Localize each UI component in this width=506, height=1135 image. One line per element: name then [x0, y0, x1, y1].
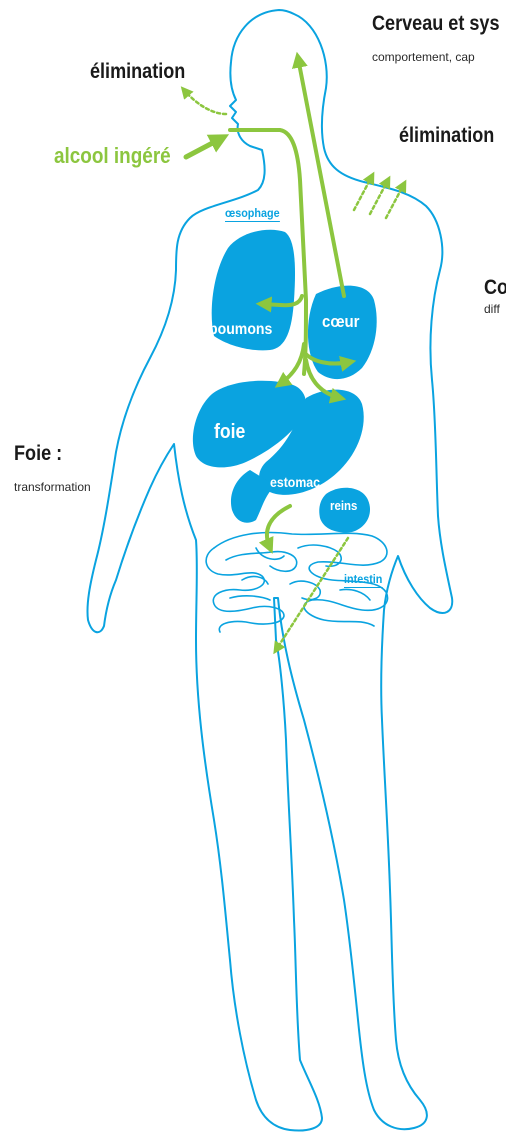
- elimination-right-label: élimination: [399, 124, 494, 148]
- heart-title: Co: [484, 276, 506, 300]
- alcohol-ingested-label: alcool ingéré: [54, 143, 171, 169]
- body-outline: [87, 10, 452, 1131]
- liver-label: foie: [214, 421, 245, 444]
- brain-title: Cerveau et sys: [372, 12, 500, 36]
- brain-subtitle: comportement, cap: [372, 50, 475, 64]
- liver-title: Foie :: [14, 442, 62, 466]
- liver-subtitle: transformation: [14, 480, 91, 494]
- heart-label: cœur: [322, 312, 359, 332]
- elimination-left-label: élimination: [90, 60, 185, 84]
- lungs-label: poumons: [209, 321, 272, 339]
- stomach-label: estomac: [270, 474, 320, 490]
- intestine-label: intestin: [344, 572, 382, 588]
- oesophagus-label: œsophage: [225, 206, 280, 222]
- kidneys-label: reins: [330, 498, 357, 513]
- heart-subtitle: diff: [484, 302, 500, 316]
- alcohol-ingested-arrow: [186, 138, 222, 157]
